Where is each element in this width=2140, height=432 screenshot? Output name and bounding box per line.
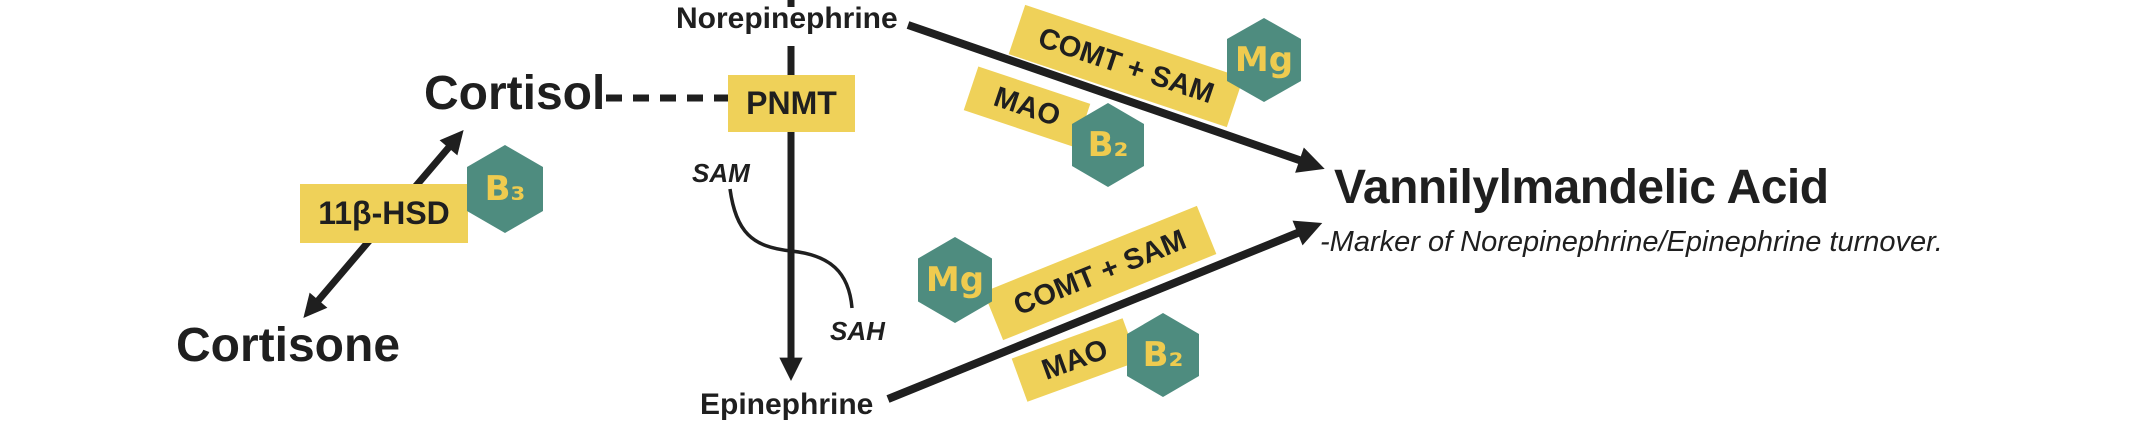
enzyme-box-pnmt: PNMT xyxy=(728,75,855,132)
enzyme-box-11b-hsd: 11β-HSD xyxy=(300,184,468,243)
enzyme-label-11b-hsd: 11β-HSD xyxy=(318,195,450,231)
node-label-vannilylmandelic-acid: Vannilylmandelic Acid xyxy=(1334,161,1829,214)
cofactor-label-b2-upper: B₂ xyxy=(1087,125,1129,165)
enzyme-box-mao-upper: MAO xyxy=(963,66,1091,148)
enzyme-label-mao-lower: MAO xyxy=(1037,332,1113,387)
cosubstrate-label-sah: SAH xyxy=(830,316,885,346)
node-label-cortisone: Cortisone xyxy=(176,319,401,372)
vitamin-b2-hexagon-icon-lower: B₂ xyxy=(1127,313,1199,397)
cofactor-label-b3: B₃ xyxy=(484,169,526,209)
cofactor-label-mg-upper: Mg xyxy=(1234,40,1294,80)
cofactor-label-b2-lower: B₂ xyxy=(1142,335,1184,375)
vitamin-b3-hexagon-icon: B₃ xyxy=(467,145,543,233)
cosubstrate-label-sam: SAM xyxy=(692,158,750,188)
enzyme-label-mao-upper: MAO xyxy=(989,80,1065,133)
magnesium-hexagon-icon-lower: Mg xyxy=(918,237,992,323)
enzyme-box-mao-lower: MAO xyxy=(1011,318,1139,402)
node-label-epinephrine: Epinephrine xyxy=(700,388,874,421)
sam-to-sah-curve xyxy=(728,188,854,309)
vma-marker-note: -Marker of Norepinephrine/Epinephrine tu… xyxy=(1320,226,1943,258)
enzyme-label-pnmt: PNMT xyxy=(746,85,837,121)
enzyme-box-comt-sam-lower: COMT + SAM xyxy=(983,205,1217,341)
enzyme-label-comt-sam-lower: COMT + SAM xyxy=(1009,223,1191,322)
node-label-cortisol: Cortisol xyxy=(424,67,606,120)
node-label-norepinephrine: Norepinephrine xyxy=(676,2,898,35)
cofactor-label-mg-lower: Mg xyxy=(925,260,985,300)
